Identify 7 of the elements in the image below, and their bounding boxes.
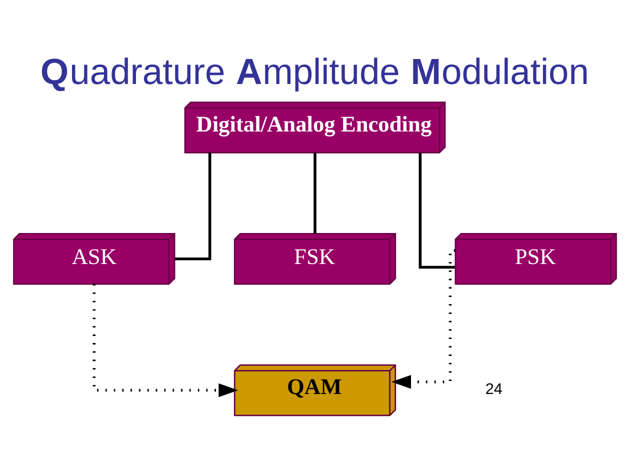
arrow	[391, 248, 456, 388]
arrow	[92, 284, 238, 397]
label: 24	[485, 380, 502, 398]
connector	[175, 152, 212, 260]
diagram-title: Quadrature Amplitude Modulation	[40, 50, 589, 92]
connector	[314, 152, 316, 234]
connector	[418, 152, 455, 268]
